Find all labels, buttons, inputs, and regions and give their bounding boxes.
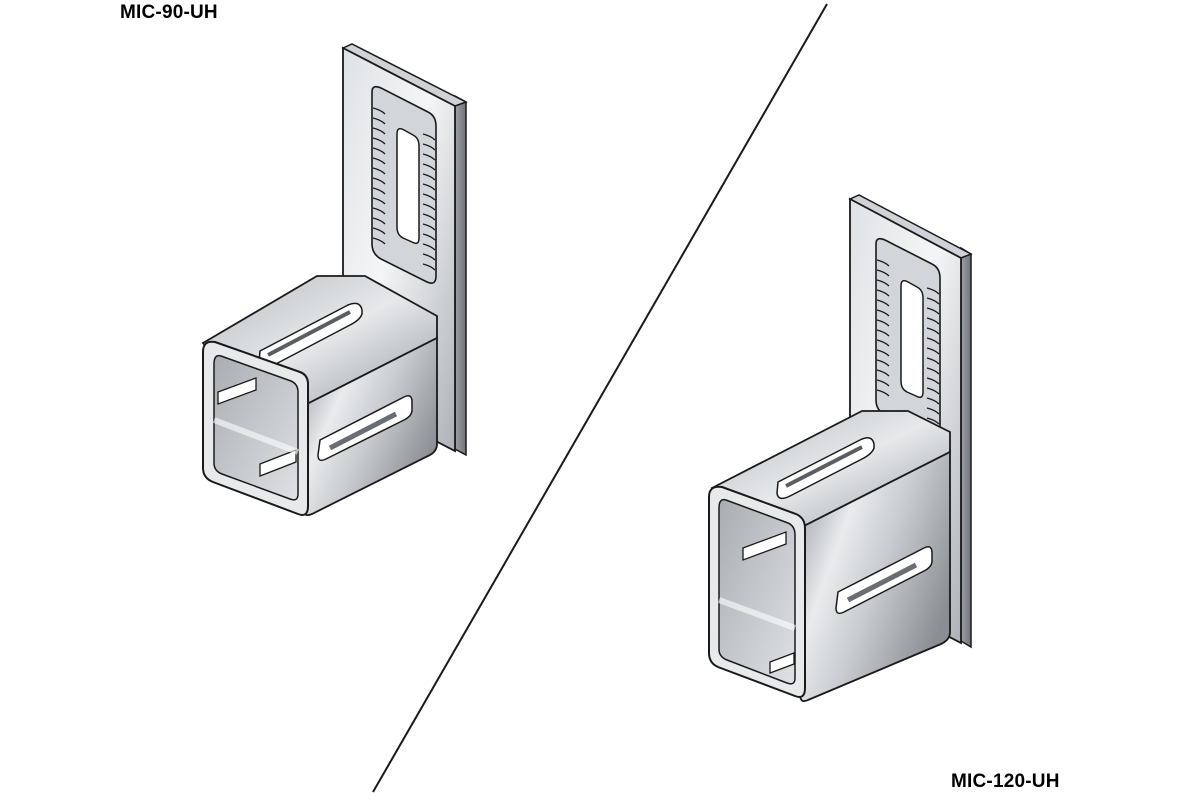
back-plate-edge: [454, 94, 467, 457]
serration-teeth: [372, 107, 436, 271]
bracket-mic-90-uh: [201, 43, 468, 517]
bracket-mic-120-uh: [708, 194, 973, 703]
inner-slot: [900, 279, 924, 399]
back-plate-edge: [960, 246, 972, 649]
serration-teeth: [876, 259, 940, 425]
inner-slot: [396, 127, 420, 245]
product-label-mic-90-uh: MIC-90-UH: [120, 2, 218, 23]
channel-inner-hollow: [718, 498, 796, 685]
product-label-mic-120-uh: MIC-120-UH: [951, 771, 1060, 792]
divider-line: [372, 3, 828, 793]
